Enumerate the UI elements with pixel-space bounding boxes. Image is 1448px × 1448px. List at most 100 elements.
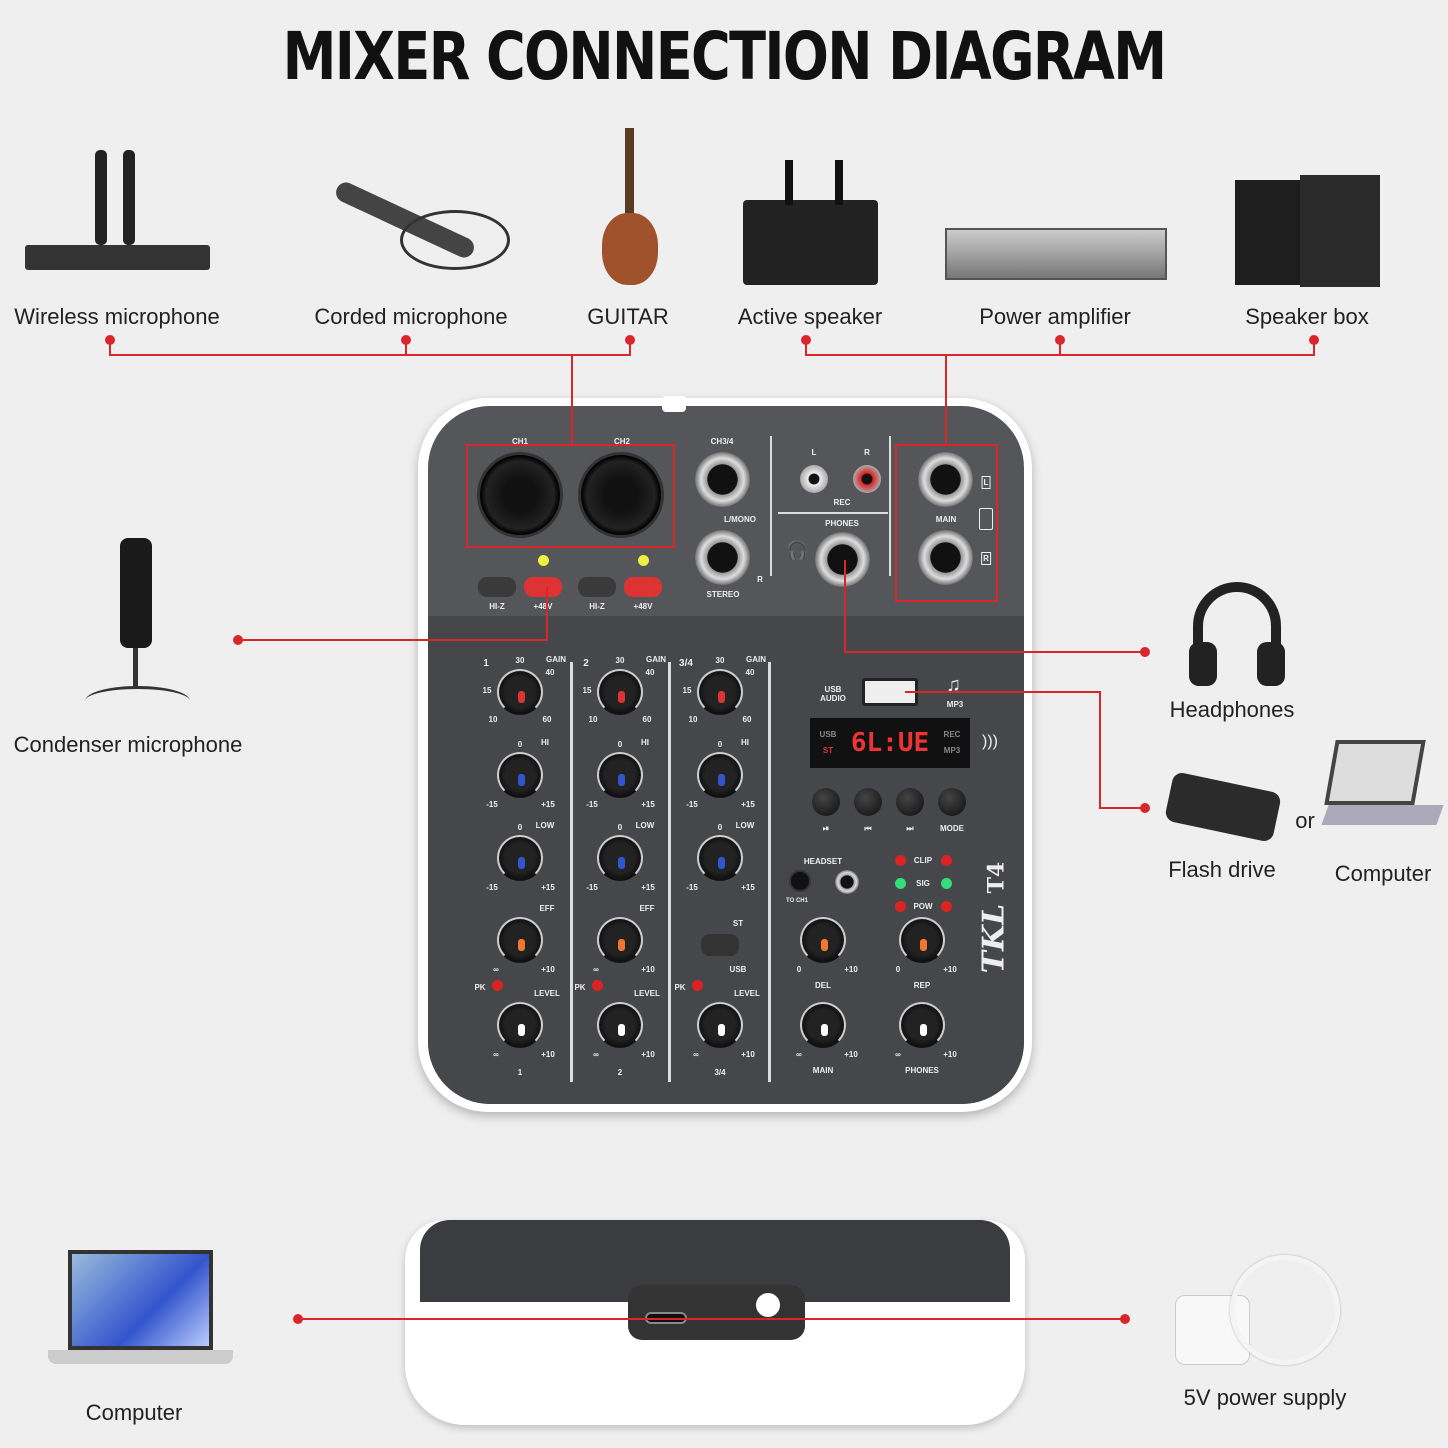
gain-15-label: 15 [482,686,492,695]
gain-knob[interactable] [597,669,643,715]
level-knob[interactable] [497,1002,543,1048]
level-min-label: ∞ [693,1050,699,1059]
ch2-xlr-combo-jack[interactable] [578,452,664,538]
rec-l-label: L [811,448,817,457]
level-max-label: +10 [541,1050,555,1059]
phones-jack[interactable] [815,532,870,587]
main-left-jack[interactable] [918,452,973,507]
display-mp3-indicator: MP3 [943,746,961,755]
led-left [895,901,906,912]
previous-button[interactable] [854,788,882,816]
led-left [895,855,906,866]
level-min-label: ∞ [593,1050,599,1059]
page-title: MIXER CONNECTION DIAGRAM [282,18,1167,95]
st-usb-switch[interactable] [701,934,739,956]
ch34-left-jack[interactable] [695,452,750,507]
knob-min-label: ∞ [796,1050,802,1059]
hi-min-label: -15 [586,800,598,809]
gain-knob[interactable] [697,669,743,715]
knob-max-label: +10 [844,1050,858,1059]
low-zero-label: 0 [717,823,723,832]
knob-pointer [618,939,625,951]
divider [770,436,772,576]
peak-led [592,980,603,991]
gain-10-label: 10 [688,715,698,724]
phones-knob-knob[interactable] [899,1002,945,1048]
level-min-label: ∞ [493,1050,499,1059]
music-note-icon: ♫ [946,674,961,696]
usb-port[interactable] [862,678,918,706]
hiz-button-2[interactable] [578,577,616,597]
rec-rca-left[interactable] [800,465,828,493]
mode-button[interactable] [938,788,966,816]
peak-label: PK [474,983,486,992]
phantom-button-1[interactable] [524,577,562,597]
hi-knob[interactable] [697,752,743,798]
knob-pointer [518,857,525,869]
del-knob[interactable] [800,917,846,963]
main-out-label: MAIN [935,515,957,524]
knob-min-label: 0 [796,965,802,974]
connector-dot [401,335,411,345]
low-knob[interactable] [497,835,543,881]
rec-rca-right[interactable] [853,465,881,493]
rec-label: REC [833,498,851,507]
low-knob[interactable] [697,835,743,881]
hi-knob[interactable] [597,752,643,798]
ch34-right-jack[interactable] [695,530,750,585]
rep-knob[interactable] [899,917,945,963]
knob-pointer [618,1024,625,1036]
hi-min-label: -15 [486,800,498,809]
display-rec-indicator: REC [943,730,961,739]
gain-30-label: 30 [515,656,525,665]
ch1-xlr-combo-jack[interactable] [477,452,563,538]
mode-label: MODE [940,824,964,833]
label-computer-bottom: Computer [85,1400,183,1425]
power-switch[interactable] [756,1293,780,1317]
connector-dot [1055,335,1065,345]
connector-dot [233,635,243,645]
low-knob[interactable] [597,835,643,881]
gain-knob[interactable] [497,669,543,715]
laptop-image-right [1321,740,1444,835]
phantom-button-2[interactable] [624,577,662,597]
strip-number: 1 [483,658,489,669]
gain-40-label: 40 [745,668,755,677]
mixer-side-view [405,1220,1025,1425]
knob-pointer [518,774,525,786]
low-label: LOW [535,821,555,830]
eff-min-label: ∞ [493,965,499,974]
mp3-display: 6L:UE [810,718,970,768]
label-wireless-microphone: Wireless microphone [14,304,220,329]
usb-c-port[interactable] [645,1312,687,1324]
hi-knob[interactable] [497,752,543,798]
low-max-label: +15 [741,883,755,892]
phantom-led-2 [638,555,649,566]
hi-zero-label: 0 [617,740,623,749]
label-guitar: GUITAR [587,304,669,329]
p48-label-2: +48V [633,602,653,611]
label-or: or [1295,808,1315,833]
level-max-label: +10 [741,1050,755,1059]
peak-led [492,980,503,991]
knob-pointer [920,939,927,951]
headset-mic-jack[interactable] [789,870,811,892]
knob-pointer [518,939,525,951]
eff-knob[interactable] [597,917,643,963]
headset-phones-jack[interactable] [835,870,859,894]
headset-label: HEADSET [803,857,843,866]
play-pause-button[interactable] [812,788,840,816]
gain-label: GAIN [646,655,666,664]
gain-30-label: 30 [615,656,625,665]
hiz-label-2: HI-Z [589,602,605,611]
level-knob[interactable] [697,1002,743,1048]
level-knob[interactable] [597,1002,643,1048]
main-knob[interactable] [800,1002,846,1048]
eff-knob[interactable] [497,917,543,963]
label-corded-microphone: Corded microphone [314,304,508,329]
low-min-label: -15 [486,883,498,892]
hiz-button-1[interactable] [478,577,516,597]
connector-dot [105,335,115,345]
eff-min-label: ∞ [593,965,599,974]
next-button[interactable] [896,788,924,816]
